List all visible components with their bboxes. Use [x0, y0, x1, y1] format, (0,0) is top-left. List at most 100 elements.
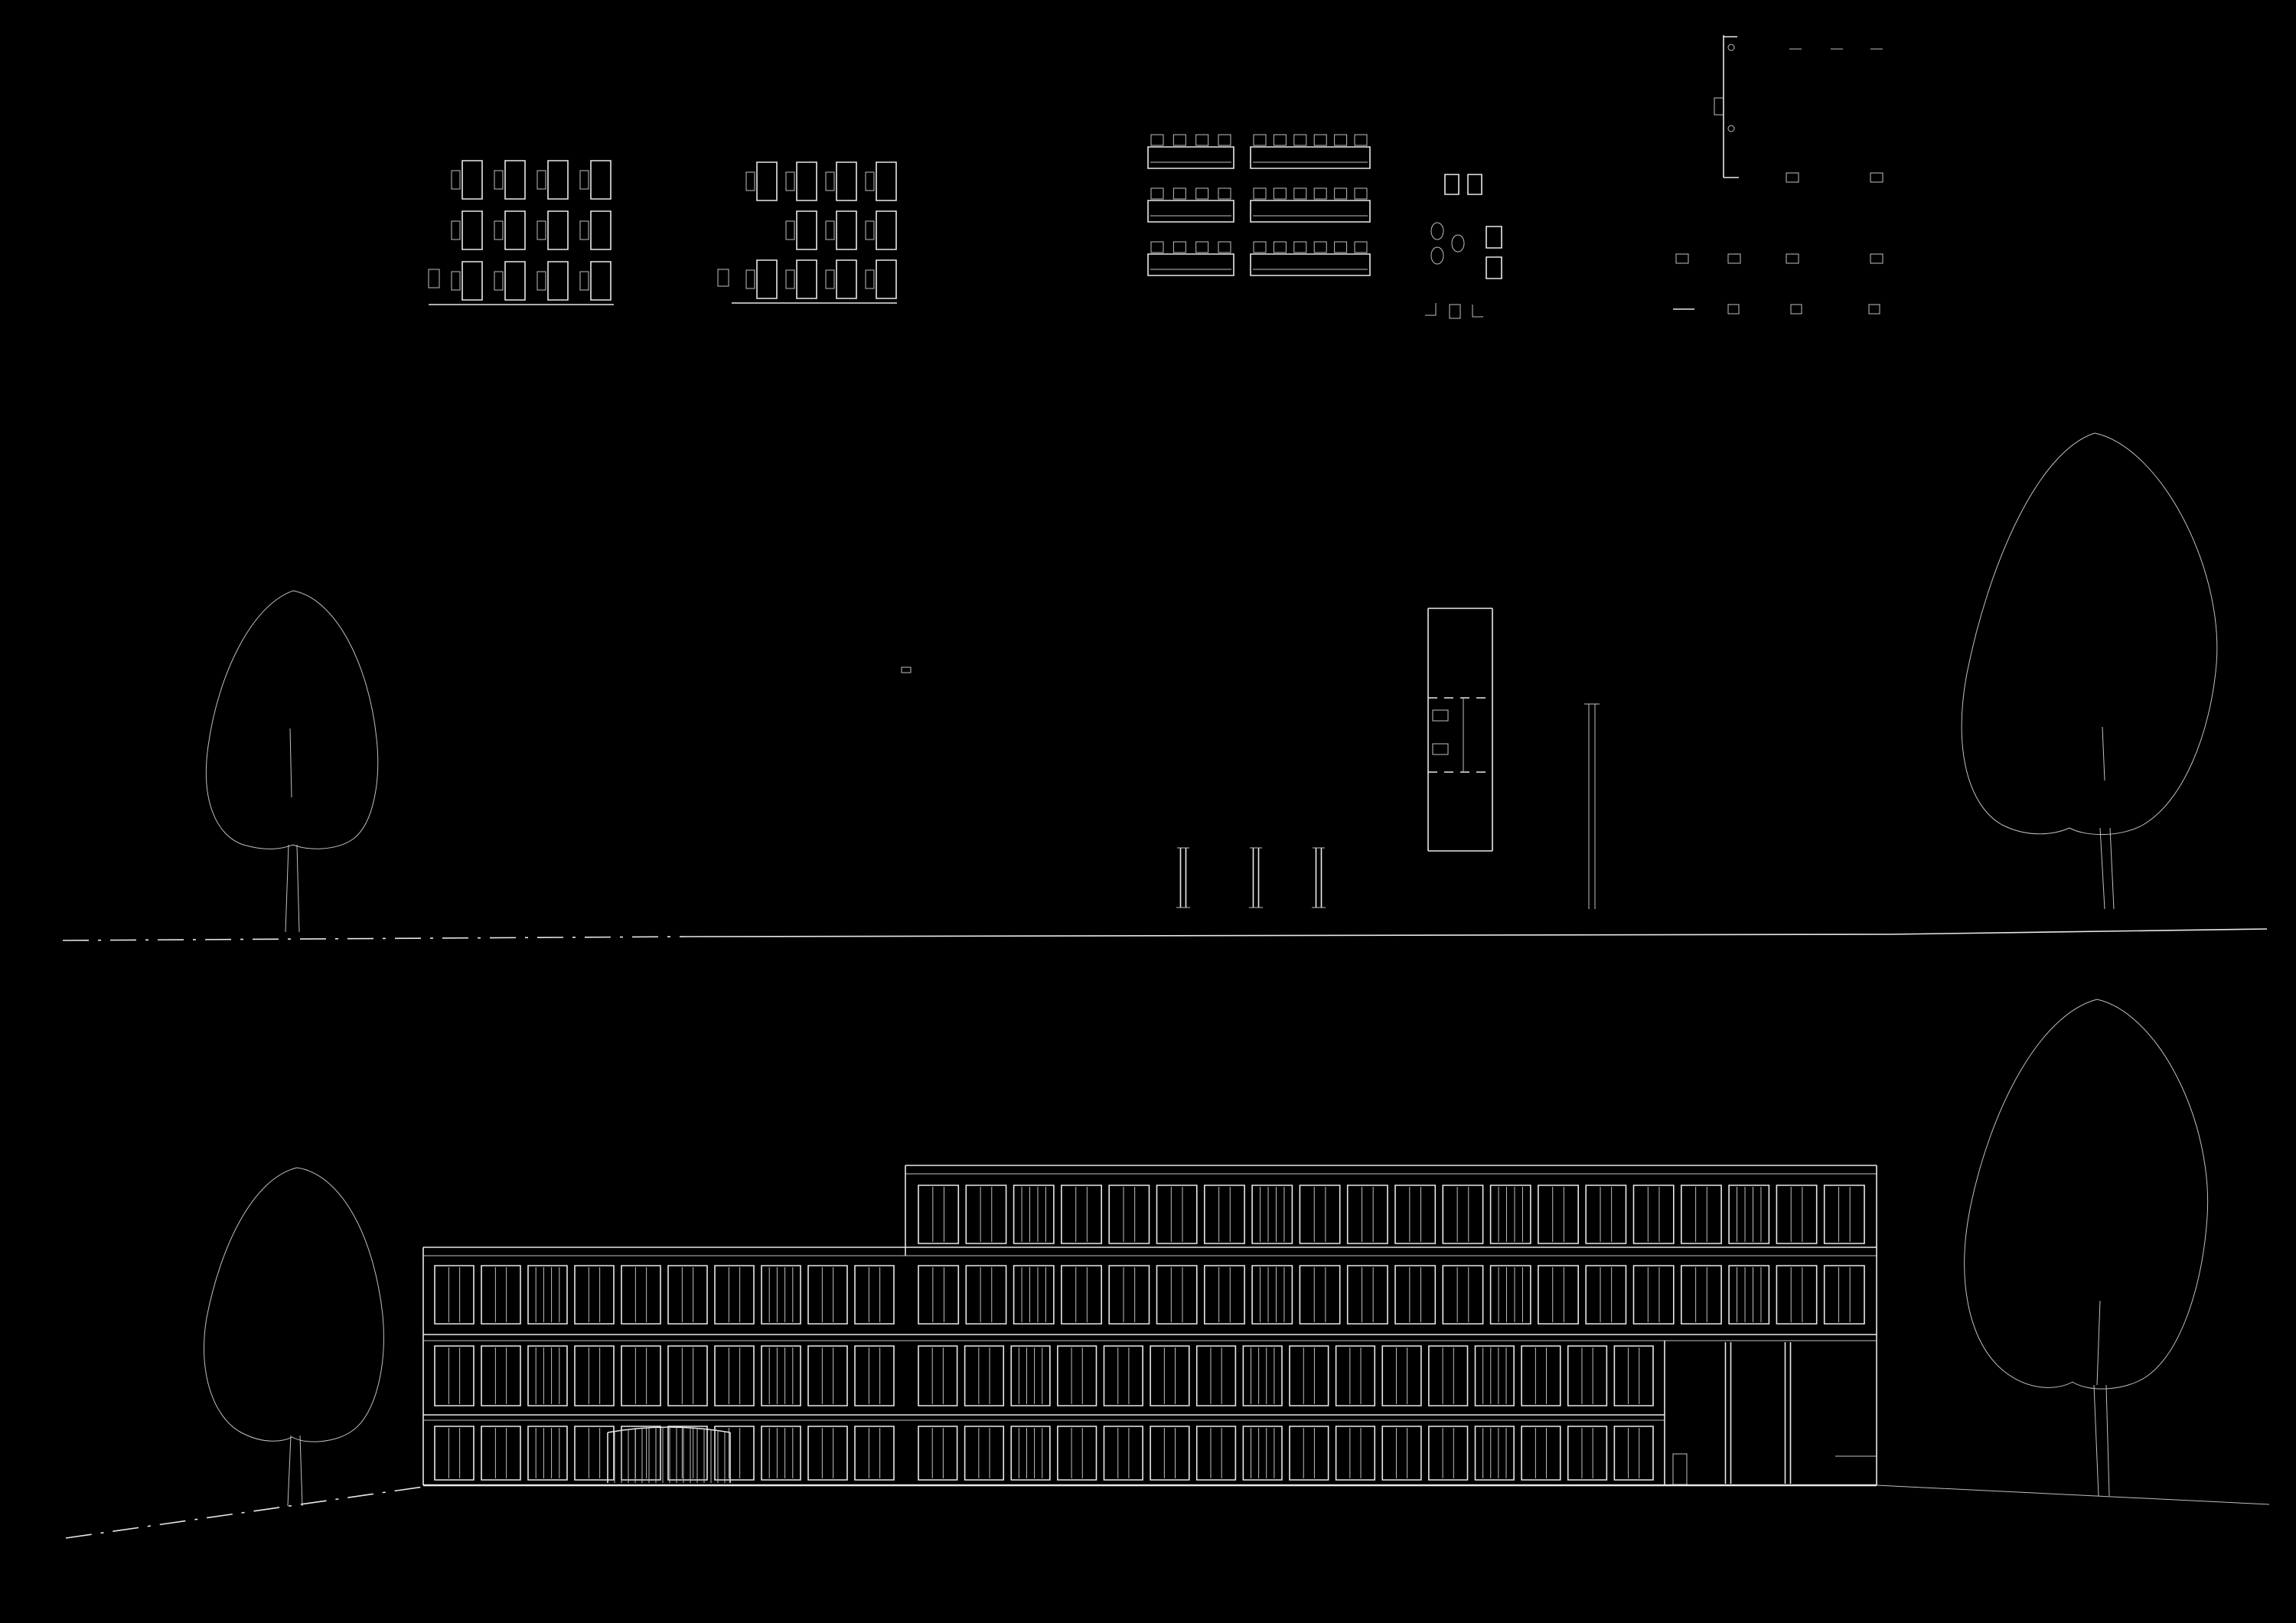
section-ground-line	[689, 934, 1890, 937]
desk-cluster-2	[718, 162, 897, 303]
window-frame	[528, 1346, 567, 1406]
elevation-ground-slope-left	[66, 1487, 423, 1538]
chair	[786, 221, 794, 240]
window	[966, 1266, 1006, 1324]
chair	[494, 171, 503, 189]
tree-branch	[2102, 727, 2105, 781]
chair	[1314, 188, 1326, 199]
desk	[757, 260, 777, 298]
desk	[548, 211, 568, 249]
window-frame	[966, 1266, 1006, 1324]
desk	[837, 260, 856, 298]
chair	[826, 270, 834, 288]
window	[808, 1346, 847, 1406]
wall-corner	[1425, 303, 1436, 315]
window	[528, 1426, 567, 1480]
window	[575, 1346, 614, 1406]
window-frame	[1538, 1266, 1578, 1324]
window-frame	[1290, 1346, 1329, 1406]
section-post	[1176, 848, 1190, 908]
desk	[462, 161, 482, 199]
window-frame	[762, 1266, 801, 1324]
table-with-chairs	[1251, 135, 1370, 168]
window	[1197, 1426, 1236, 1480]
desk	[797, 162, 817, 200]
window-frame	[621, 1426, 660, 1480]
column-mark	[1676, 254, 1688, 263]
table	[1148, 254, 1234, 275]
window	[1336, 1426, 1375, 1480]
window	[762, 1346, 801, 1406]
window	[1476, 1426, 1515, 1480]
window	[528, 1346, 567, 1406]
window-frame	[1521, 1346, 1561, 1406]
wall-jog	[1714, 98, 1724, 115]
table	[1251, 254, 1370, 275]
window-frame	[1614, 1426, 1653, 1480]
window-frame	[762, 1426, 801, 1480]
entrance-door	[1673, 1454, 1687, 1484]
chair	[452, 221, 460, 240]
window	[808, 1266, 847, 1324]
window	[1062, 1266, 1101, 1324]
window-frame	[1014, 1185, 1054, 1243]
window	[1614, 1346, 1653, 1406]
window-frame	[1429, 1346, 1468, 1406]
section-ground-line	[1890, 929, 2267, 934]
chair	[537, 171, 546, 189]
window	[1491, 1185, 1531, 1243]
chair	[746, 172, 755, 191]
window-frame	[918, 1266, 958, 1324]
chair	[1274, 188, 1286, 199]
chair	[1151, 242, 1163, 253]
desk	[757, 162, 777, 200]
chair	[1335, 188, 1347, 199]
window-frame	[855, 1426, 894, 1480]
tree-trunk	[2094, 1385, 2099, 1496]
window	[1614, 1426, 1653, 1480]
table	[1251, 147, 1370, 168]
window	[621, 1426, 660, 1480]
section-small-mark	[902, 667, 911, 673]
chair	[1196, 242, 1208, 253]
window-frame	[1336, 1426, 1375, 1480]
window	[918, 1426, 957, 1480]
window-frame	[715, 1346, 754, 1406]
window-frame	[1109, 1266, 1149, 1324]
window-frame	[965, 1346, 1004, 1406]
chair	[866, 221, 874, 240]
tree-canopy	[1962, 433, 2217, 835]
window	[1109, 1266, 1149, 1324]
building-elevation	[66, 999, 2269, 1538]
window	[1348, 1185, 1388, 1243]
chair	[1355, 242, 1367, 253]
window-frame	[1336, 1346, 1375, 1406]
window	[1776, 1185, 1816, 1243]
window-frame	[855, 1346, 894, 1406]
window-frame	[1443, 1266, 1482, 1324]
section-core	[1428, 608, 1492, 851]
window-frame	[1205, 1266, 1244, 1324]
window	[966, 1185, 1006, 1243]
window	[1150, 1346, 1189, 1406]
door-mark	[1728, 44, 1734, 51]
window	[1443, 1266, 1482, 1324]
window-frame	[1395, 1185, 1435, 1243]
elevation-ground-slope-right	[1877, 1485, 2269, 1504]
desk	[591, 262, 611, 300]
chair	[429, 269, 439, 288]
chair	[718, 269, 729, 286]
window-frame	[1538, 1185, 1578, 1243]
chair	[746, 270, 755, 288]
chair	[1218, 135, 1231, 145]
window-frame	[1150, 1346, 1189, 1406]
chair	[1314, 242, 1326, 253]
window	[715, 1426, 754, 1480]
window-frame	[1681, 1185, 1721, 1243]
window	[1521, 1346, 1561, 1406]
tree-canopy	[1965, 999, 2208, 1389]
window	[1205, 1266, 1244, 1324]
window-frame	[435, 1346, 474, 1406]
chair	[1355, 135, 1367, 145]
chair	[1151, 135, 1163, 145]
